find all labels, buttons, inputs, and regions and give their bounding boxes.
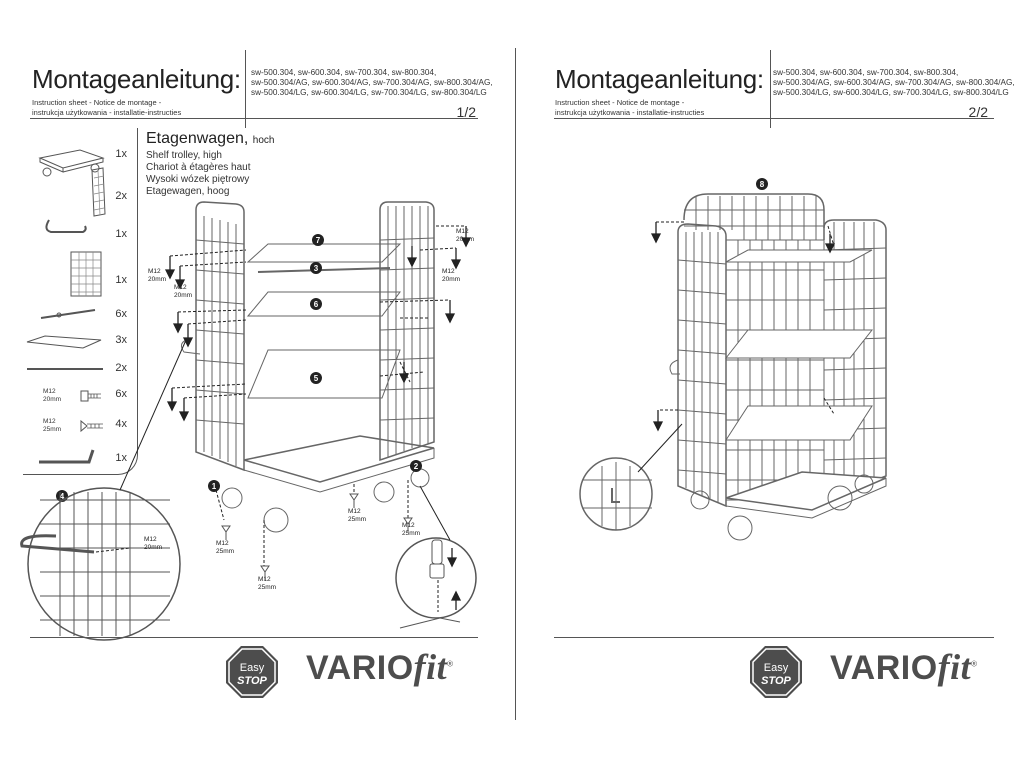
model-line: sw-500.304/AG, sw-600.304/AG, sw-700.304… — [251, 78, 493, 87]
step-1-badge: 1 — [212, 482, 217, 491]
part-row: 2x — [23, 167, 137, 217]
product-name-fr: Chariot à étagères haut — [146, 162, 251, 173]
part-qty: 2x — [115, 190, 127, 202]
part-qty: 3x — [115, 334, 127, 346]
easystop-logo: Easy STOP — [226, 646, 278, 698]
model-line: sw-500.304, sw-600.304, sw-700.304, sw-8… — [251, 68, 437, 77]
part-qty: 4x — [115, 418, 127, 430]
part-row: 1x — [23, 250, 137, 297]
model-line: sw-500.304/AG, sw-600.304/AG, sw-700.304… — [773, 78, 1015, 87]
connector-rod-icon — [40, 309, 96, 319]
subtitle-line-1: Instruction sheet - Notice de montage - — [32, 98, 162, 107]
page-number: 2/2 — [968, 104, 988, 120]
base-platform-icon — [38, 149, 105, 177]
part-qty: 6x — [115, 388, 127, 400]
model-line: sw-500.304, sw-600.304, sw-700.304, sw-8… — [773, 68, 959, 77]
part-qty: 1x — [115, 228, 127, 240]
subtitle-line-2: instrukcja użytkowania - installatie-ins… — [32, 108, 182, 117]
svg-text:STOP: STOP — [237, 675, 267, 687]
subtitle-line-1: Instruction sheet - Notice de montage - — [555, 98, 685, 107]
step-6-badge: 6 — [314, 300, 319, 309]
trolley-exploded-drawing: 7 3 6 5 1 2 4 — [20, 201, 477, 641]
mesh-side-panel-icon — [91, 167, 106, 217]
model-line: sw-500.304/LG, sw-600.304/LG, sw-700.304… — [251, 88, 487, 97]
page-title: Montageanleitung: — [32, 64, 241, 94]
center-divider — [515, 48, 516, 720]
variofit-logo: VARIOfit® — [306, 647, 454, 687]
page-number: 1/2 — [456, 104, 476, 120]
part-qty: 6x — [115, 308, 127, 320]
step-3-badge: 3 — [314, 264, 319, 273]
step-4-badge: 4 — [60, 492, 65, 501]
step-2-badge: 2 — [414, 462, 419, 471]
part-row: 6x — [23, 306, 137, 332]
header-divider — [245, 50, 246, 128]
model-list: sw-500.304, sw-600.304, sw-700.304, sw-8… — [773, 68, 1015, 98]
shelf-board-icon — [26, 335, 102, 349]
step-8-badge: 8 — [760, 180, 765, 189]
mesh-back-panel-icon — [70, 251, 102, 297]
part-qty: 1x — [115, 274, 127, 286]
part-row: 1x — [23, 146, 137, 177]
svg-text:Easy: Easy — [764, 662, 789, 674]
header-rule — [554, 118, 994, 119]
part-qty: 1x — [115, 452, 127, 464]
allen-key-icon — [39, 449, 95, 464]
header-divider — [770, 50, 771, 128]
footer-rule — [554, 637, 994, 638]
svg-text:Easy: Easy — [240, 662, 265, 674]
part-row: 1x — [23, 219, 137, 248]
support-bar-icon — [27, 368, 103, 370]
product-name-en: Shelf trolley, high — [146, 150, 222, 161]
part-qty: 2x — [115, 362, 127, 374]
easystop-logo: Easy STOP — [750, 646, 802, 698]
parts-list: 1x 2x 1x 1x 6x — [23, 128, 138, 475]
page-title: Montageanleitung: — [555, 64, 764, 94]
product-title: Etagenwagen, hoch — [146, 130, 275, 147]
bolt-25mm-icon — [80, 419, 103, 433]
bolt-20mm-icon — [80, 390, 101, 402]
footer-rule — [30, 637, 478, 638]
model-line: sw-500.304/LG, sw-600.304/LG, sw-700.304… — [773, 88, 1009, 97]
push-handle-icon — [45, 219, 87, 233]
variofit-logo: VARIOfit® — [830, 647, 978, 687]
header-rule — [30, 118, 478, 119]
page-1: Montageanleitung: Instruction sheet - No… — [20, 50, 493, 698]
model-list: sw-500.304, sw-600.304, sw-700.304, sw-8… — [251, 68, 493, 98]
step-5-badge: 5 — [314, 374, 319, 383]
svg-text:STOP: STOP — [761, 675, 791, 687]
page-2: Montageanleitung: Instruction sheet - No… — [512, 0, 1024, 768]
step-7-badge: 7 — [316, 236, 321, 245]
trolley-final-drawing: 8 — [579, 178, 887, 541]
product-name-pl: Wysoki wózek piętrowy — [146, 174, 250, 185]
part-row: 2x — [23, 360, 137, 386]
part-row: 1x — [23, 449, 137, 476]
product-name-nl: Etagewagen, hoog — [146, 186, 230, 197]
part-qty: 1x — [115, 148, 127, 160]
subtitle-line-2: instrukcja użytkowania - installatie-ins… — [555, 108, 705, 117]
part-row: 3x — [23, 332, 137, 358]
